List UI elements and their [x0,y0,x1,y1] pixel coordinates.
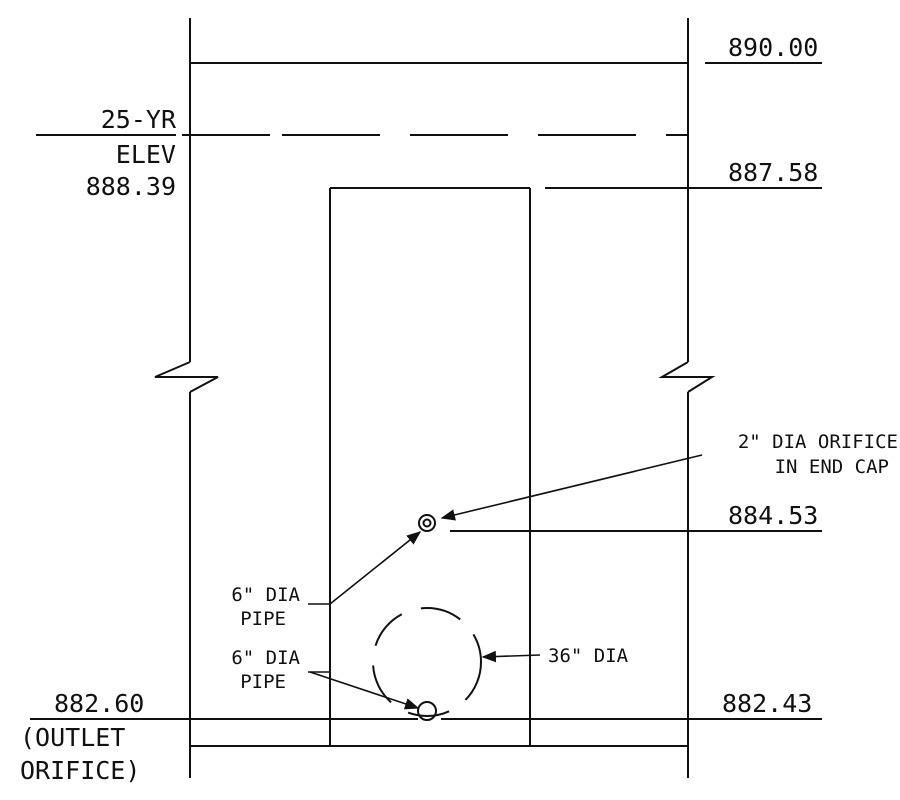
riser-dia-arrow [481,650,541,663]
elev-887-label: 887.58 [728,158,818,187]
pipe-upper-label-line2: PIPE [240,608,286,630]
yr25-label-line3: 888.39 [86,172,176,201]
pipe-upper-label-line1: 6" DIA [231,584,300,606]
pipe-upper-arrow [329,531,422,605]
elev-884-label: 884.53 [728,501,818,530]
pipe-lower-arrow [309,671,420,710]
left-wall [154,18,219,778]
yr25-label-line2: ELEV [116,140,176,169]
outlet-label-line2: ORIFICE) [20,756,140,785]
pipe-lower-label-line1: 6" DIA [231,647,300,669]
orifice-note-line2: IN END CAP [775,456,889,478]
elev-890-label: 890.00 [728,33,818,62]
pipe-lower-label-line2: PIPE [240,671,286,693]
riser-dia-label: 36" DIA [548,645,629,667]
orifice-note-line1: 2" DIA ORIFICE [738,431,898,453]
elev-882-60-label: 882.60 [54,689,144,718]
right-wall [658,18,716,778]
outlet-label-line1: (OUTLET [20,723,125,752]
elev-882-43-label: 882.43 [722,689,812,718]
yr25-label-line1: 25-YR [101,105,177,134]
orifice-2in-symbol [418,514,436,532]
riser-36in-circle [372,607,482,717]
riser-pipe [329,187,531,746]
outlet-pipe-symbol [417,701,437,721]
orifice-note-arrow [440,454,703,521]
